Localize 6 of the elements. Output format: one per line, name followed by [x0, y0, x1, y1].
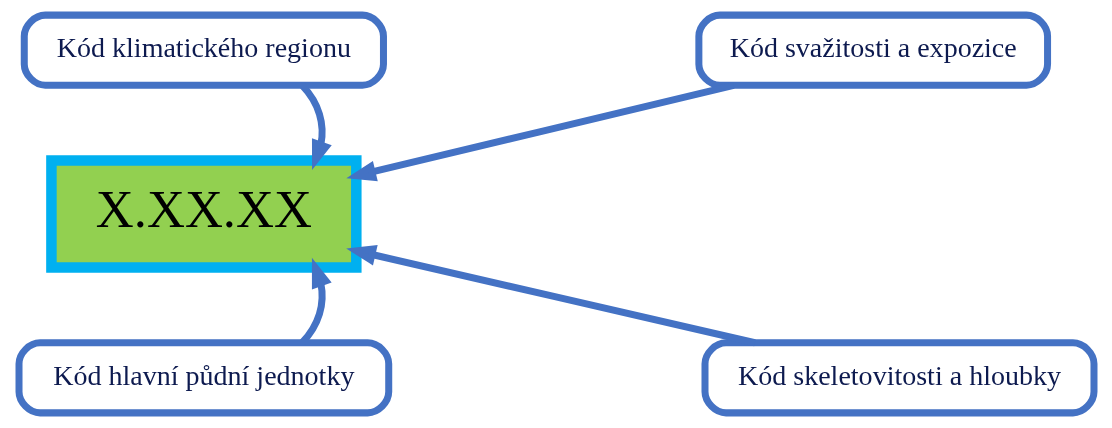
arrow — [345, 245, 756, 347]
node-box: Kód hlavní půdní jednotky — [15, 339, 392, 417]
node-box: Kód skeletovitosti a hloubky — [701, 339, 1097, 417]
node-box: Kód svažitosti a expozice — [694, 11, 1051, 89]
node-box: X.XX.XX — [45, 155, 362, 273]
node-box: Kód klimatického regionu — [20, 11, 387, 89]
